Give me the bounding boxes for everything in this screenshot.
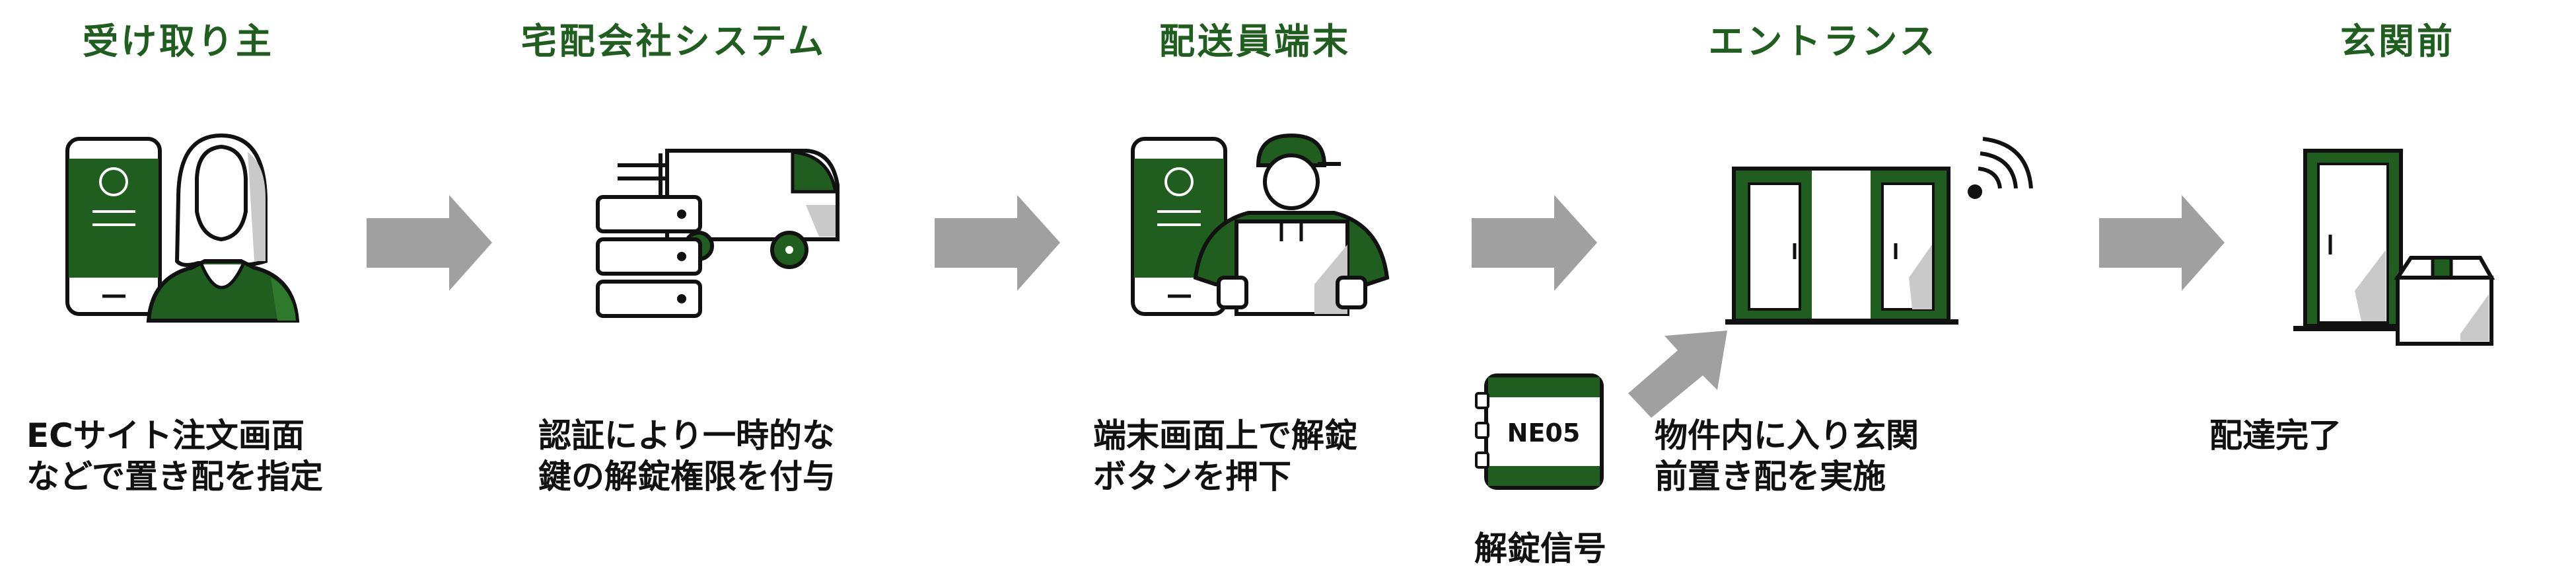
- arrow-right-4: [2099, 195, 2225, 291]
- door-with-package-icon: [2293, 149, 2495, 346]
- device-label: NE05: [1507, 418, 1581, 448]
- arrow-right-3: [1472, 195, 1597, 291]
- step5-title: 玄関前: [2340, 20, 2455, 62]
- step4-description: 物件内に入り玄関 前置き配を実施: [1655, 415, 1919, 497]
- smartphone-with-courier-icon: [1131, 133, 1390, 316]
- step3-title: 配送員端末: [1159, 20, 1351, 62]
- arrow-right-1: [367, 195, 492, 291]
- step1-description-line1: ECサイト注文画面: [26, 416, 304, 455]
- step3-description-line1: 端末画面上で解錠: [1093, 416, 1357, 455]
- arrow-diagonal: [1628, 331, 1727, 418]
- step3-description: 端末画面上で解錠 ボタンを押下: [1093, 415, 1357, 497]
- step4-description-line1: 物件内に入り玄関: [1655, 416, 1919, 455]
- arrow-right-2: [935, 195, 1060, 291]
- step5-description-line1: 配達完了: [2209, 416, 2342, 455]
- step4-description-line2: 前置き配を実施: [1655, 457, 1886, 496]
- step5-description: 配達完了: [2209, 415, 2342, 456]
- step3-description-line2: ボタンを押下: [1093, 457, 1291, 496]
- server-and-truck-icon: [596, 149, 840, 318]
- step1-description: ECサイト注文画面 などで置き配を指定: [26, 415, 323, 497]
- step2-description-line2: 鍵の解錠権限を付与: [538, 457, 836, 496]
- step2-description-line1: 認証により一時的な: [538, 416, 835, 455]
- unlock-signal-caption: 解錠信号: [1474, 529, 1606, 568]
- unlock-device-icon: NE05: [1475, 373, 1604, 490]
- entrance-door-with-wifi-icon: [1725, 137, 2033, 325]
- step2-description: 認証により一時的な 鍵の解錠権限を付与: [538, 415, 836, 497]
- smartphone-with-woman-icon: [65, 133, 300, 323]
- step4-title: エントランス: [1708, 20, 1938, 62]
- step2-title: 宅配会社システム: [520, 20, 827, 62]
- step1-title: 受け取り主: [83, 20, 274, 62]
- step1-description-line2: などで置き配を指定: [26, 457, 323, 496]
